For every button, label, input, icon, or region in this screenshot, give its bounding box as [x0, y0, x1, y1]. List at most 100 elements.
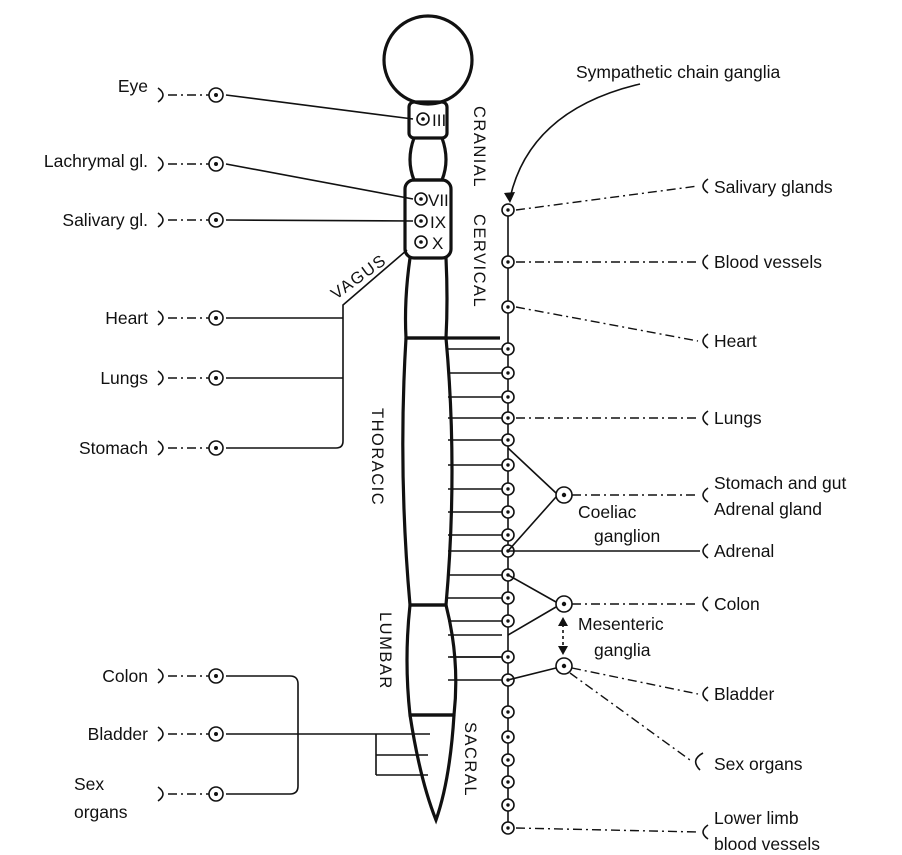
chain-ganglion-dot-23 — [506, 803, 509, 806]
lachrymal-target-bracket — [158, 157, 163, 171]
left-label-colon: Colon — [102, 666, 148, 686]
salivary-target-bracket — [158, 213, 163, 227]
right-label-colon: Colon — [714, 594, 760, 614]
thoracic-cord — [403, 338, 452, 605]
ganglion-colon-dot — [214, 674, 218, 678]
chain-ganglion-dot-8 — [506, 438, 509, 441]
chain-ganglion-dot-20 — [506, 735, 509, 738]
right-label-lowerlimb-2: blood vessels — [714, 834, 820, 854]
heart-target-bracket — [158, 311, 163, 325]
chain-ganglion-dot-19 — [506, 710, 509, 713]
heart-bracket — [703, 334, 708, 348]
left-target-brackets — [158, 88, 163, 801]
colon-target-bracket — [158, 669, 163, 683]
ganglion-heart-dot — [214, 316, 218, 320]
stomach-gut-bracket — [703, 488, 708, 502]
coeliac-ganglion-dot — [562, 493, 566, 497]
sex-organs-target-bracket — [158, 787, 163, 801]
nucleus-iii-dot — [421, 117, 425, 121]
to-lower-limb — [516, 828, 698, 832]
chain-pointer-arrowhead — [504, 192, 515, 203]
cn7-preganglionic — [226, 164, 413, 199]
to-sex-organs — [570, 673, 690, 760]
sacral-outflow — [226, 676, 430, 794]
bladder-bracket — [703, 687, 708, 701]
label-coeliac-1: Coeliac — [578, 502, 637, 522]
left-label-bladder: Bladder — [88, 724, 148, 744]
left-label-sex-1: Sex — [74, 774, 104, 794]
right-label-stomach-gut: Stomach and gut — [714, 473, 846, 493]
left-label-eye: Eye — [118, 76, 148, 96]
chain-ganglion-dot-2 — [506, 260, 509, 263]
adrenal-bracket — [703, 544, 708, 558]
brain — [384, 16, 472, 104]
region-sacral: SACRAL — [461, 722, 479, 797]
ganglion-bladder-dot — [214, 732, 218, 736]
right-label-salivary: Salivary glands — [714, 177, 833, 197]
to-salivary-glands — [516, 186, 698, 210]
ganglion-sex-organs-dot — [214, 792, 218, 796]
prevertebral-ganglia — [556, 487, 572, 674]
coeliac-inputs — [508, 448, 556, 551]
label-mesenteric-2: ganglia — [594, 640, 651, 660]
right-label-sex: Sex organs — [714, 754, 803, 774]
mesenteric-arrow-up — [558, 617, 568, 626]
salivary-glands-bracket — [703, 179, 708, 193]
superior-mesenteric-ganglion-dot — [562, 602, 566, 606]
nucleus-ix-dot — [419, 219, 423, 223]
right-target-brackets — [696, 179, 708, 839]
right-label-lungs: Lungs — [714, 408, 762, 428]
left-label-heart: Heart — [105, 308, 148, 328]
right-target-labels: Sympathetic chain ganglia Salivary gland… — [576, 62, 846, 854]
left-label-stomach: Stomach — [79, 438, 148, 458]
chain-ganglion-dot-3 — [506, 305, 509, 308]
to-heart — [516, 307, 698, 341]
right-label-adrenal-gland: Adrenal gland — [714, 499, 822, 519]
chain-ganglion-dot-9 — [506, 463, 509, 466]
left-label-lachrymal: Lachrymal gl. — [44, 151, 148, 171]
chain-ganglion-dot-11 — [506, 510, 509, 513]
label-coeliac-2: ganglion — [594, 526, 660, 546]
right-label-lowerlimb-1: Lower limb — [714, 808, 799, 828]
chain-ganglion-dot-22 — [506, 780, 509, 783]
ganglion-lachrymal-dot — [214, 162, 218, 166]
chain-ganglion-dot-12 — [506, 533, 509, 536]
right-label-bladder: Bladder — [714, 684, 774, 704]
vagus-label: VAGUS — [328, 251, 390, 303]
stomach-target-bracket — [158, 441, 163, 455]
chain-ganglion-dot-7 — [506, 416, 509, 419]
lungs-bracket — [703, 411, 708, 425]
region-thoracic: THORACIC — [368, 408, 386, 506]
left-target-labels: Eye Lachrymal gl. Salivary gl. Heart Lun… — [44, 76, 148, 822]
colon-bracket — [703, 597, 708, 611]
nerve-ix-label: IX — [430, 213, 446, 232]
ganglion-salivary-dot — [214, 218, 218, 222]
chain-ganglion-dot-5 — [506, 371, 509, 374]
mesenteric-arrow-down — [558, 646, 568, 655]
ganglion-stomach-dot — [214, 446, 218, 450]
mesenteric-inputs — [508, 575, 556, 635]
right-label-blood: Blood vessels — [714, 252, 822, 272]
sex-organs-bracket — [696, 753, 703, 770]
bladder-target-bracket — [158, 727, 163, 741]
nucleus-vii-dot — [419, 197, 423, 201]
right-label-heart: Heart — [714, 331, 757, 351]
nerve-vii-label: VII — [428, 191, 449, 210]
left-label-lungs: Lungs — [100, 368, 148, 388]
cranial-nerve-nuclei: III VII IX X — [415, 111, 449, 253]
ganglion-lungs-dot — [214, 376, 218, 380]
parasympathetic-ganglia — [209, 88, 223, 801]
label-sympathetic-chain: Sympathetic chain ganglia — [576, 62, 781, 82]
left-label-salivary: Salivary gl. — [62, 210, 148, 230]
label-mesenteric-1: Mesenteric — [578, 614, 664, 634]
chain-ganglion-dot-24 — [506, 826, 509, 829]
chain-ganglion-dot-6 — [506, 395, 509, 398]
blood-vessels-bracket — [703, 255, 708, 269]
nucleus-x-dot — [419, 240, 423, 244]
cervical-cord — [406, 258, 448, 338]
pons-segment — [410, 138, 446, 180]
chain-ganglion-dot-16 — [506, 619, 509, 622]
nerve-iii-label: III — [432, 111, 446, 130]
sympathetic-outflow: Sympathetic chain ganglia Salivary gland… — [448, 62, 846, 854]
